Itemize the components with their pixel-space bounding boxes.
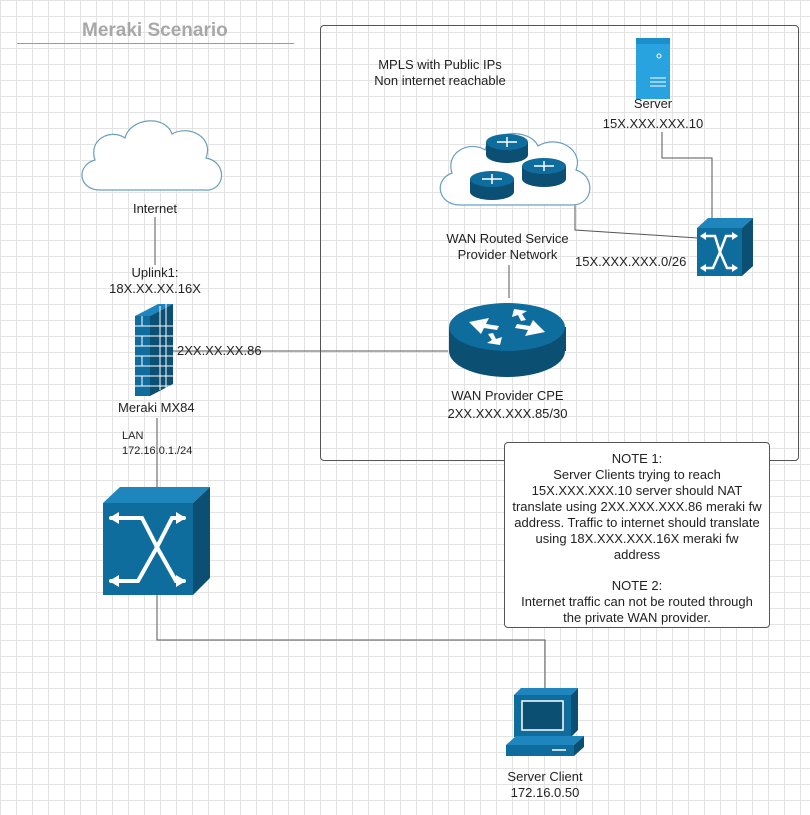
router-icon [522, 158, 566, 187]
cpe-ip: 2XX.XXX.XXX.85/30 [447, 406, 568, 421]
server-name: Server [633, 96, 673, 111]
server-to-dc-switch-link [661, 132, 713, 220]
wan-cloud-icon [439, 133, 591, 206]
diagram-title: Meraki Scenario [82, 20, 228, 41]
note1-title: NOTE 1: [611, 451, 663, 466]
server-icon [636, 38, 670, 99]
cpe-name: WAN Provider CPE [451, 388, 564, 403]
uplink-ip: 18X.XX.XX.16X [109, 281, 201, 296]
server-ip: 15X.XXX.XXX.10 [602, 116, 704, 131]
notes-box: NOTE 1: Server Clients trying to reach 1… [504, 442, 770, 628]
mx-wan-ip: 2XX.XX.XX.86 [177, 343, 262, 358]
workstation-icon [506, 688, 584, 756]
router-icon [470, 171, 514, 200]
firewall-icon [135, 303, 173, 396]
router-icon [486, 134, 528, 163]
wan-cloud-label-2: Provider Network [457, 247, 558, 262]
lan-switch-to-client-link [156, 594, 546, 688]
switch-icon [103, 487, 210, 595]
mx-name: Meraki MX84 [118, 400, 195, 415]
wan-cloud-to-dc-switch-link [574, 185, 699, 239]
lan-subnet: 172.16.0.1./24 [122, 445, 193, 457]
uplink-label: Uplink1: [131, 265, 179, 280]
wan-cloud-label: WAN Routed Service [446, 231, 569, 246]
title-underline [17, 43, 294, 44]
mpls-title: MPLS with Public IPs [378, 57, 502, 72]
router-icon [449, 303, 566, 377]
lan-label: LAN [122, 430, 144, 442]
dc-subnet: 15X.XXX.XXX.0/26 [575, 254, 687, 269]
note1-body: Server Clients trying to reach 15X.XXX.X… [512, 467, 762, 562]
internet-label: Internet [132, 201, 178, 216]
note2-body: Internet traffic can not be routed throu… [521, 594, 753, 625]
client-name: Server Client [507, 769, 583, 784]
cloud-icon [81, 120, 223, 191]
switch-icon [697, 218, 753, 276]
mpls-subtitle: Non internet reachable [374, 73, 506, 88]
client-ip: 172.16.0.50 [510, 785, 580, 800]
note2-title: NOTE 2: [611, 578, 663, 593]
